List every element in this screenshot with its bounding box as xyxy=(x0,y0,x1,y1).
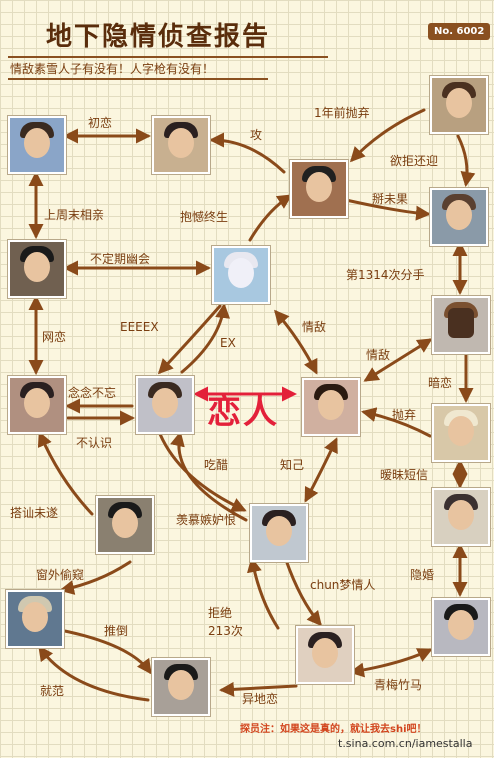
page-title: 地下隐情侦查报告 xyxy=(46,22,271,52)
photo-person-9 xyxy=(8,376,66,434)
edge-label: EEEEX xyxy=(120,320,159,334)
relation-arrow xyxy=(58,628,152,675)
photo-person-3 xyxy=(430,76,488,134)
photo-person-14 xyxy=(250,504,308,562)
relation-arrow xyxy=(170,431,248,522)
relation-arrow xyxy=(248,194,293,242)
photo-person-15 xyxy=(432,488,490,546)
photo-person-19 xyxy=(152,658,210,716)
photo-person-13 xyxy=(96,496,154,554)
subtitle-underline xyxy=(8,78,268,80)
photo-person-4 xyxy=(290,160,348,218)
edge-label: 暗恋 xyxy=(428,376,453,390)
photo-person-2 xyxy=(152,116,210,174)
relation-arrow xyxy=(363,338,433,382)
relation-arrow xyxy=(59,560,132,595)
edge-label: 青梅竹马 xyxy=(374,678,423,692)
edge-label: 1年前抛弃 xyxy=(314,106,370,120)
edge-label: 拒绝213次 xyxy=(208,606,243,638)
relation-arrow xyxy=(284,558,322,627)
edge-label: 推倒 xyxy=(104,624,129,638)
relation-arrow xyxy=(361,407,432,438)
edge-label: 念念不忘 xyxy=(68,386,117,400)
source-credit: t.sina.com.cn/iamestalla xyxy=(338,737,473,750)
edge-label: 知己 xyxy=(280,458,305,472)
edge-label: 攻 xyxy=(250,128,263,142)
relation-arrow xyxy=(344,198,431,221)
photo-person-8 xyxy=(432,296,490,354)
relation-arrow xyxy=(349,108,426,163)
edge-label: 异地恋 xyxy=(242,692,279,706)
page-subtitle: 情敌素雪人子有没有！人字枪有没有！ xyxy=(10,62,215,76)
photo-person-17 xyxy=(432,598,490,656)
edge-label: 搭讪未遂 xyxy=(10,506,59,520)
edge-label: 吃醋 xyxy=(204,458,229,472)
edge-label: 上周末相亲 xyxy=(44,208,105,222)
relation-arrow xyxy=(274,309,318,375)
relation-arrow xyxy=(349,648,433,678)
photo-person-10 xyxy=(136,376,194,434)
edge-label: 不认识 xyxy=(76,436,113,450)
edge-label: 就范 xyxy=(40,684,65,698)
edge-label: 网恋 xyxy=(42,330,67,344)
photo-person-16 xyxy=(6,590,64,648)
relation-arrow xyxy=(456,134,476,187)
relation-arrow xyxy=(219,681,298,697)
edge-label: 抛弃 xyxy=(392,408,417,422)
edge-label: 窗外偷窥 xyxy=(36,568,85,582)
edge-label: 不定期幽会 xyxy=(90,252,151,266)
photo-person-11 xyxy=(302,378,360,436)
relation-arrow xyxy=(209,132,286,174)
relation-arrow xyxy=(247,557,280,630)
photo-person-5 xyxy=(430,188,488,246)
relation-arrow xyxy=(38,645,150,702)
edge-label: 情敌 xyxy=(302,320,327,334)
edge-label: 初恋 xyxy=(88,116,113,130)
edge-label: 暧昧短信 xyxy=(380,468,429,482)
investigator-note: 探员注：如果这是真的，就让我去shi吧！ xyxy=(240,724,427,735)
relation-arrow xyxy=(158,432,247,512)
photo-person-6 xyxy=(8,240,66,298)
edge-label: EX xyxy=(220,336,236,350)
relation-arrow xyxy=(157,304,222,375)
relation-arrow xyxy=(37,431,94,516)
edge-label: 欲拒还迎 xyxy=(390,154,439,168)
relation-arrow xyxy=(304,437,338,503)
photo-person-12 xyxy=(432,404,490,462)
photo-person-1 xyxy=(8,116,66,174)
lovers-label: 恋人 xyxy=(207,392,279,432)
photo-person-18 xyxy=(296,626,354,684)
edge-label: 羡慕嫉妒恨 xyxy=(176,513,237,527)
report-number-badge: No. 6002 xyxy=(428,23,491,40)
relation-arrow xyxy=(180,303,231,374)
edge-label: 掰未果 xyxy=(372,192,409,206)
edge-label: 情敌 xyxy=(366,348,391,362)
edge-label: 第1314次分手 xyxy=(346,268,425,282)
edge-label: 隐婚 xyxy=(410,568,435,582)
header-underline xyxy=(8,56,328,58)
edge-label: 抱憾终生 xyxy=(180,210,229,224)
edge-label: chun梦情人 xyxy=(310,578,376,592)
photo-person-7 xyxy=(212,246,270,304)
